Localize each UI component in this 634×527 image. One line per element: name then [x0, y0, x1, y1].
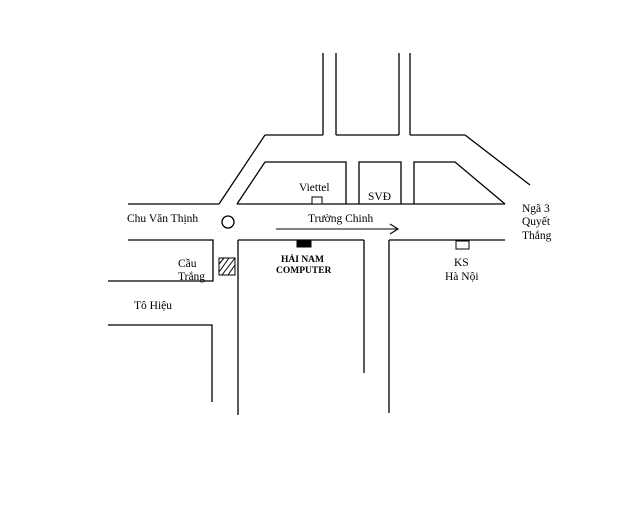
truong-chinh-label: Trường Chinh [308, 213, 374, 225]
hai-nam-rectangle-icon [296, 239, 312, 248]
ngo3-label-line1: Ngã 3 [522, 203, 550, 215]
ks-ha-noi-rectangle-icon [455, 240, 470, 250]
ks-label-line2: Hà Nội [445, 271, 479, 283]
northwest-diagonal-road [218, 134, 266, 205]
cau-trang-block [108, 239, 214, 282]
to-hieu-label: Tô Hiệu [134, 300, 172, 312]
block-svd [358, 161, 402, 204]
hatched-bridge-icon [218, 257, 236, 276]
chu-van-thinh-label: Chu Văn Thịnh [127, 213, 198, 225]
viettel-label: Viettel [299, 182, 330, 194]
roundabout-circle-icon [221, 215, 235, 229]
block-east [413, 161, 506, 205]
block-viettel [236, 161, 347, 205]
viettel-rectangle-icon [311, 196, 323, 205]
hai-nam-label-line1: HẢI NAM [281, 253, 324, 265]
cau-trang-label-line1: Cầu [178, 257, 197, 270]
northeast-diagonal-road [464, 134, 531, 186]
to-hieu-bottom-edge [108, 324, 213, 402]
ngo3-label-line2: Quyết [522, 215, 551, 228]
svd-label: SVĐ [368, 191, 391, 203]
arrow-right-icon [276, 223, 400, 235]
ngo3-label-line3: Thắng [522, 229, 552, 242]
hai-nam-label-line2: COMPUTER [276, 266, 332, 276]
ks-label-line1: KS [454, 257, 469, 269]
cau-trang-label-line2: Trắng [178, 270, 205, 283]
